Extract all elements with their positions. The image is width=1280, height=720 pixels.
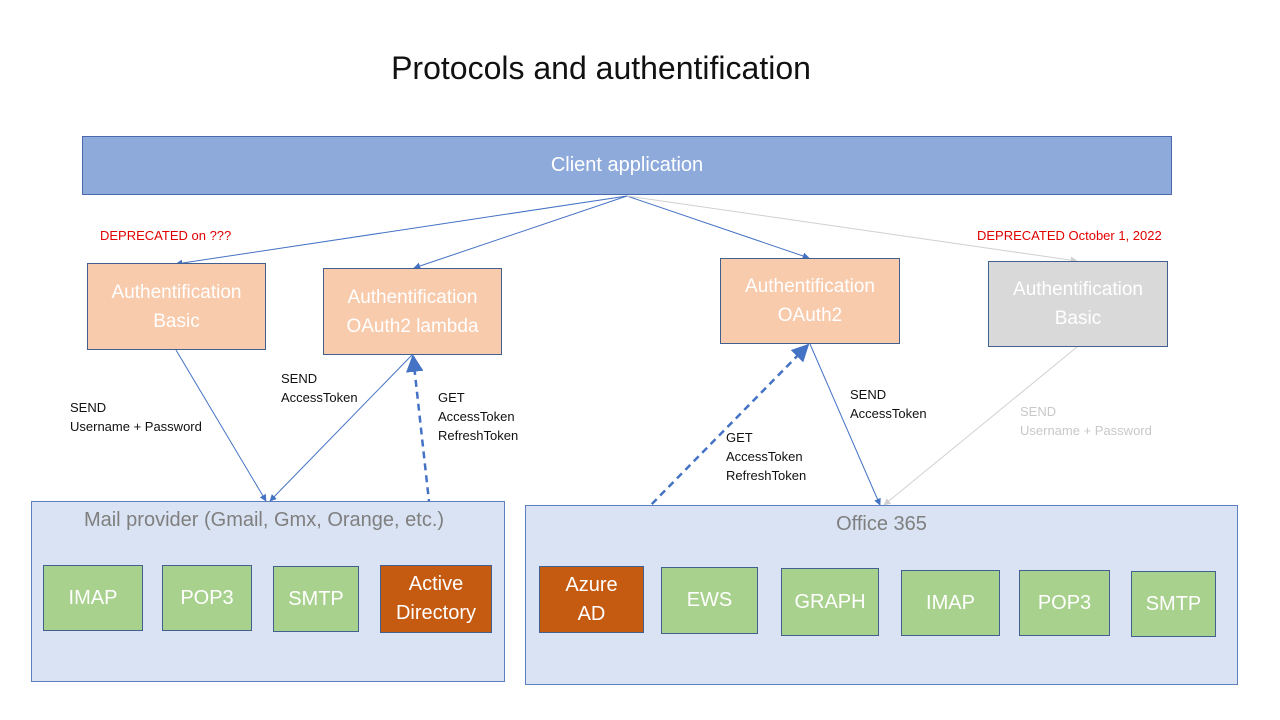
- office-imap-box: IMAP: [901, 570, 1000, 636]
- page-title: Protocols and authentification: [391, 50, 811, 86]
- label-line: Username + Password: [1020, 423, 1152, 438]
- auth-basic-left-line2: Basic: [153, 310, 200, 332]
- client-application-box: Client application: [82, 136, 1172, 195]
- label-send-token-right: SEND AccessToken: [850, 385, 927, 423]
- label-line: SEND: [70, 400, 107, 415]
- label-line: AccessToken: [281, 390, 358, 405]
- label-send-userpass-left: SEND Username + Password: [70, 398, 202, 436]
- auth-basic-right-line2: Basic: [1054, 308, 1102, 329]
- label-line: AccessToken: [726, 449, 803, 464]
- label-line: AccessToken: [438, 409, 515, 424]
- mail-provider-label: Mail provider (Gmail, Gmx, Orange, etc.): [83, 509, 445, 531]
- arrow-client-to-basic-right: [626, 195, 1078, 264]
- office-pop3-box: POP3: [1019, 570, 1110, 636]
- azure-ad-line2: AD: [577, 602, 606, 625]
- label-line: SEND: [1020, 404, 1057, 419]
- arrow-oauth2-lambda-to-mail: [269, 354, 413, 502]
- label-send-userpass-right: SEND Username + Password: [1020, 402, 1152, 440]
- azure-ad-line1: Azure: [565, 573, 618, 596]
- office-ews-box: EWS: [661, 567, 758, 634]
- arrow-basic-left-to-mail: [175, 349, 267, 502]
- label-line: Username + Password: [70, 419, 202, 434]
- auth-oauth2-line1: Authentification: [745, 276, 875, 297]
- arrow-client-to-oauth2-lambda: [413, 195, 628, 270]
- auth-oauth2-line2: OAuth2: [777, 305, 843, 326]
- label-line: SEND: [281, 371, 318, 386]
- active-directory-line1: Active: [408, 573, 464, 595]
- mail-pop3-box: POP3: [162, 565, 252, 631]
- label-line: RefreshToken: [438, 428, 519, 443]
- arrow-oauth2-to-office: [809, 343, 881, 506]
- auth-oauth2-lambda-line1: Authentification: [347, 286, 478, 308]
- office-smtp-box: SMTP: [1131, 571, 1216, 637]
- label-send-token-left: SEND AccessToken: [281, 369, 358, 407]
- label-line: GET: [438, 390, 465, 405]
- deprecated-note-right: DEPRECATED October 1, 2022: [977, 228, 1162, 243]
- office-graph-box: GRAPH: [781, 568, 879, 636]
- active-directory-line2: Directory: [395, 602, 476, 624]
- arrow-client-to-oauth2: [626, 195, 810, 260]
- auth-basic-left-line1: Authentification: [111, 281, 242, 303]
- deprecated-note-left: DEPRECATED on ???: [100, 228, 232, 243]
- label-line: RefreshToken: [726, 468, 807, 483]
- auth-oauth2-lambda-line2: OAuth2 lambda: [346, 315, 479, 337]
- label-line: SEND: [850, 387, 887, 402]
- arrow-basic-right-to-office: [883, 346, 1078, 506]
- office365-label: Office 365: [836, 513, 927, 535]
- label-line: GET: [726, 430, 753, 445]
- auth-basic-right-line1: Authentification: [1013, 279, 1143, 300]
- arrow-client-to-basic-left: [175, 195, 628, 267]
- mail-imap-box: IMAP: [43, 565, 143, 631]
- mail-smtp-box: SMTP: [273, 566, 359, 632]
- label-line: AccessToken: [850, 406, 927, 421]
